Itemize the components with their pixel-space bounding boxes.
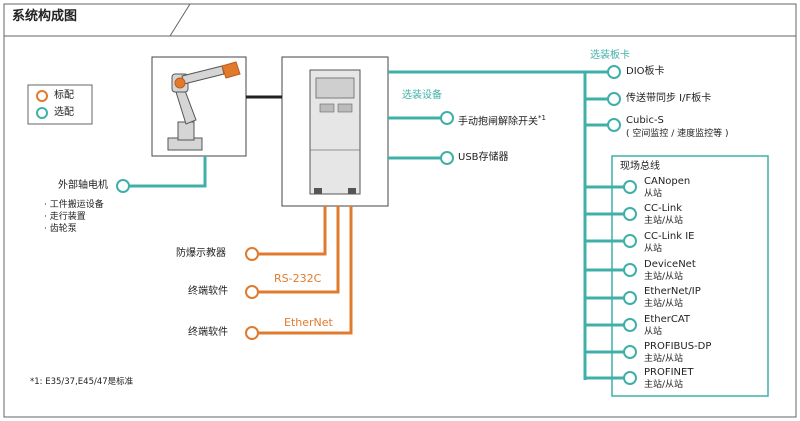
- cubic-sub-label: ( 空间监控 / 速度监控等 ): [626, 129, 729, 139]
- fieldbus-name: DeviceNet: [644, 259, 696, 270]
- node-external-axis: [116, 179, 130, 193]
- node-cclink: [623, 207, 637, 221]
- fieldbus-box: [611, 155, 769, 397]
- fieldbus-name: EtherCAT: [644, 314, 690, 325]
- standard-connections: [258, 206, 353, 335]
- node-cubic: [607, 118, 621, 132]
- fieldbus-title: 现场总线: [620, 161, 660, 172]
- rs232c-label: RS-232C: [274, 272, 322, 285]
- node-brake-release: [440, 111, 454, 125]
- footnote: *1: E35/37,E45/47是标准: [30, 377, 134, 387]
- node-cclink-ie: [623, 234, 637, 248]
- legend-standard-icon: [36, 90, 48, 102]
- node-ethernetip: [623, 291, 637, 305]
- ethernet-label: EtherNet: [284, 316, 333, 329]
- fieldbus-role: 主站/从站: [644, 272, 684, 282]
- node-profibus: [623, 345, 637, 359]
- fieldbus-name: PROFINET: [644, 367, 694, 378]
- fieldbus-role: 主站/从站: [644, 354, 684, 364]
- fieldbus-role: 从站: [644, 189, 663, 199]
- node-ethercat: [623, 318, 637, 332]
- terminal-label: 终端软件: [188, 286, 228, 297]
- fieldbus-name: CC-Link IE: [644, 231, 695, 242]
- legend-standard-label: 标配: [54, 90, 74, 101]
- legend-optional-icon: [36, 107, 48, 119]
- fieldbus-role: 主站/从站: [644, 380, 684, 390]
- fieldbus-name: PROFIBUS-DP: [644, 341, 712, 352]
- node-devicenet: [623, 263, 637, 277]
- fieldbus-role: 从站: [644, 327, 663, 337]
- legend-optional-label: 选配: [54, 107, 74, 118]
- node-usb: [440, 151, 454, 165]
- optional-nodes: [116, 65, 637, 385]
- page-title: 系统构成图: [12, 9, 78, 24]
- fieldbus-name: CC-Link: [644, 203, 683, 214]
- cubic-label: Cubic-S: [626, 115, 664, 126]
- dio-board-label: DIO板卡: [626, 66, 665, 77]
- brake-release-label: 手动抱闸解除开关*1: [458, 114, 546, 128]
- node-terminal1: [245, 285, 259, 299]
- fieldbus-role: 主站/从站: [644, 299, 684, 309]
- fieldbus-role: 从站: [644, 244, 663, 254]
- external-axis-item: · 工件搬运设备: [44, 200, 104, 210]
- node-profinet: [623, 371, 637, 385]
- option-boards-title: 选装板卡: [590, 50, 630, 61]
- external-axis-label: 外部轴电机: [58, 180, 108, 191]
- sync-board-label: 传送带同步 I/F板卡: [626, 93, 712, 104]
- node-sync: [607, 92, 621, 106]
- node-pendant: [245, 247, 259, 261]
- terminal-label: 终端软件: [188, 327, 228, 338]
- external-axis-item: · 齿轮泵: [44, 224, 77, 234]
- optional-connections: [129, 70, 625, 380]
- pendant-label: 防爆示教器: [176, 248, 226, 259]
- fieldbus-name: EtherNet/IP: [644, 286, 701, 297]
- controller-icon: [309, 69, 361, 195]
- usb-label: USB存储器: [458, 152, 509, 163]
- robot-icon: [167, 61, 241, 151]
- node-canopen: [623, 180, 637, 194]
- external-axis-item: · 走行装置: [44, 212, 86, 222]
- fieldbus-name: CANopen: [644, 176, 691, 187]
- node-dio: [607, 65, 621, 79]
- option-equipment-title: 选装设备: [402, 90, 442, 101]
- standard-nodes: [245, 247, 259, 340]
- node-terminal2: [245, 326, 259, 340]
- fieldbus-role: 主站/从站: [644, 216, 684, 226]
